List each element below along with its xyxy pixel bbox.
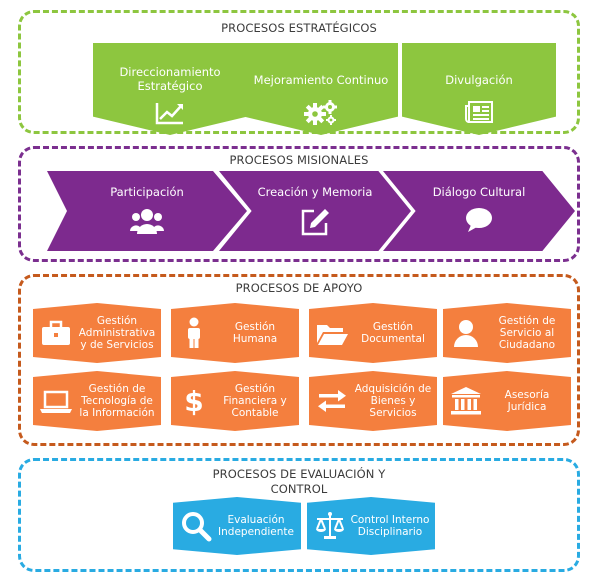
process-label: Direccionamiento Estratégico — [119, 65, 221, 93]
evaluation-section-title-line2: CONTROL — [270, 482, 328, 496]
process-label: Divulgación — [445, 73, 513, 87]
edit-icon — [300, 207, 330, 241]
process-label: Mejoramiento Continuo — [253, 73, 389, 87]
missional-processes-section: PROCESOS MISIONALES Participación Creaci… — [18, 146, 580, 262]
strategic-processes-section: PROCESOS ESTRATÉGICOS Direccionamiento E… — [18, 10, 580, 135]
process-mejoramiento-continuo[interactable]: Mejoramiento Continuo — [244, 43, 398, 135]
magnifier-icon — [179, 509, 213, 543]
institution-icon — [449, 384, 483, 418]
person-icon — [177, 316, 211, 350]
user-icon — [449, 316, 483, 350]
gears-icon — [304, 99, 338, 129]
dollar-icon: $ — [177, 384, 211, 418]
process-label: Gestión de Tecnología de la Información — [79, 383, 155, 419]
briefcase-icon — [39, 316, 73, 350]
process-evaluacion-independiente[interactable]: Evaluación Independiente — [173, 497, 301, 555]
support-processes-section: PROCESOS DE APOYO Gestión Administrativa… — [18, 274, 580, 446]
process-label: Gestión Financiera y Contable — [223, 383, 287, 419]
balance-scale-icon — [313, 509, 347, 543]
process-label: Control Interno Disciplinario — [350, 514, 430, 538]
process-creacion-y-memoria[interactable]: Creación y Memoria — [219, 171, 411, 251]
svg-text:$: $ — [184, 385, 203, 418]
process-divulgacion[interactable]: Divulgación — [402, 43, 556, 135]
process-label: Adquisición de Bienes y Servicios — [354, 383, 432, 419]
people-icon — [130, 207, 164, 239]
missional-section-title: PROCESOS MISIONALES — [229, 153, 369, 167]
evaluation-processes-section: PROCESOS DE EVALUACIÓN Y CONTROL Evaluac… — [18, 458, 580, 572]
process-gestion-administrativa[interactable]: Gestión Administrativa y de Servicios — [33, 303, 161, 363]
process-label: Gestión de Servicio al Ciudadano — [498, 315, 556, 351]
process-gestion-documental[interactable]: Gestión Documental — [309, 303, 437, 363]
process-gestion-servicio-ciudadano[interactable]: Gestión de Servicio al Ciudadano — [443, 303, 571, 363]
process-label: Gestión Documental — [361, 321, 425, 345]
process-dialogo-cultural[interactable]: Diálogo Cultural — [383, 171, 575, 251]
exchange-icon — [315, 384, 349, 418]
process-participacion[interactable]: Participación — [47, 171, 247, 251]
support-section-title: PROCESOS DE APOYO — [235, 281, 363, 295]
laptop-icon — [39, 384, 73, 418]
process-label: Asesoría Jurídica — [504, 389, 550, 413]
newspaper-icon — [465, 101, 493, 127]
evaluation-section-title-line1: PROCESOS DE EVALUACIÓN Y — [212, 467, 386, 481]
process-label: Evaluación Independiente — [218, 514, 294, 538]
process-label: Gestión Humana — [232, 321, 278, 345]
process-direccionamiento-estrategico[interactable]: Direccionamiento Estratégico — [93, 43, 247, 135]
process-control-interno-disciplinario[interactable]: Control Interno Disciplinario — [307, 497, 435, 555]
process-asesoria-juridica[interactable]: Asesoría Jurídica — [443, 371, 571, 431]
process-gestion-tecnologia[interactable]: Gestión de Tecnología de la Información — [33, 371, 161, 431]
process-adquisicion-bienes[interactable]: Adquisición de Bienes y Servicios — [309, 371, 437, 431]
process-gestion-humana[interactable]: Gestión Humana — [171, 303, 299, 363]
process-gestion-financiera[interactable]: $ Gestión Financiera y Contable — [171, 371, 299, 431]
process-label: Gestión Administrativa y de Servicios — [78, 315, 156, 351]
process-label: Participación — [110, 185, 184, 199]
strategic-section-title: PROCESOS ESTRATÉGICOS — [221, 21, 377, 35]
speech-bubble-icon — [464, 207, 494, 237]
trend-chart-icon — [155, 101, 185, 129]
folder-icon — [315, 316, 349, 350]
process-label: Creación y Memoria — [257, 185, 373, 199]
process-label: Diálogo Cultural — [432, 185, 526, 199]
